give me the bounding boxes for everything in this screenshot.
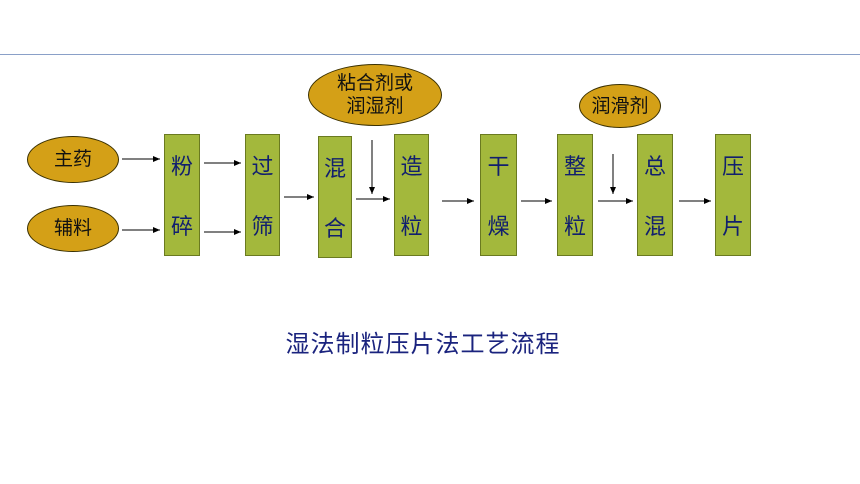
step-crush-char-1: 粉 <box>170 155 193 180</box>
step-final-mix: 总 混 <box>637 134 673 256</box>
step-sieve-char-2: 筛 <box>251 215 274 240</box>
step-size-grains-char-2: 粒 <box>563 215 586 240</box>
header-divider <box>0 54 860 55</box>
step-dry-char-2: 燥 <box>487 215 510 240</box>
step-granulate-char-1: 造 <box>400 155 423 180</box>
step-crush-char-2: 碎 <box>170 215 193 240</box>
step-compress: 压 片 <box>715 134 751 256</box>
input-main-drug: 主药 <box>27 136 119 183</box>
step-dry-char-1: 干 <box>487 155 510 180</box>
additive-binder-label: 粘合剂或 润湿剂 <box>336 72 413 117</box>
step-sieve: 过 筛 <box>245 134 280 256</box>
diagram-caption: 湿法制粒压片法工艺流程 <box>285 330 561 358</box>
step-granulate: 造 粒 <box>394 134 429 256</box>
additive-lubricant: 润滑剂 <box>579 84 661 128</box>
step-compress-char-1: 压 <box>721 155 744 180</box>
step-mix-char-2: 合 <box>323 217 346 242</box>
step-final-mix-char-1: 总 <box>643 155 666 180</box>
step-compress-char-2: 片 <box>721 215 744 240</box>
input-main-drug-label: 主药 <box>53 148 92 171</box>
step-size-grains-char-1: 整 <box>563 155 586 180</box>
step-mix-char-1: 混 <box>323 157 346 182</box>
step-crush: 粉 碎 <box>164 134 200 256</box>
step-granulate-char-2: 粒 <box>400 215 423 240</box>
input-excipient: 辅料 <box>27 205 119 252</box>
step-dry: 干 燥 <box>480 134 517 256</box>
step-final-mix-char-2: 混 <box>643 215 666 240</box>
additive-binder: 粘合剂或 润湿剂 <box>308 64 442 126</box>
step-sieve-char-1: 过 <box>251 155 274 180</box>
input-excipient-label: 辅料 <box>53 217 92 240</box>
step-size-grains: 整 粒 <box>557 134 593 256</box>
step-mix: 混 合 <box>318 136 352 258</box>
additive-lubricant-label: 润滑剂 <box>591 94 649 117</box>
